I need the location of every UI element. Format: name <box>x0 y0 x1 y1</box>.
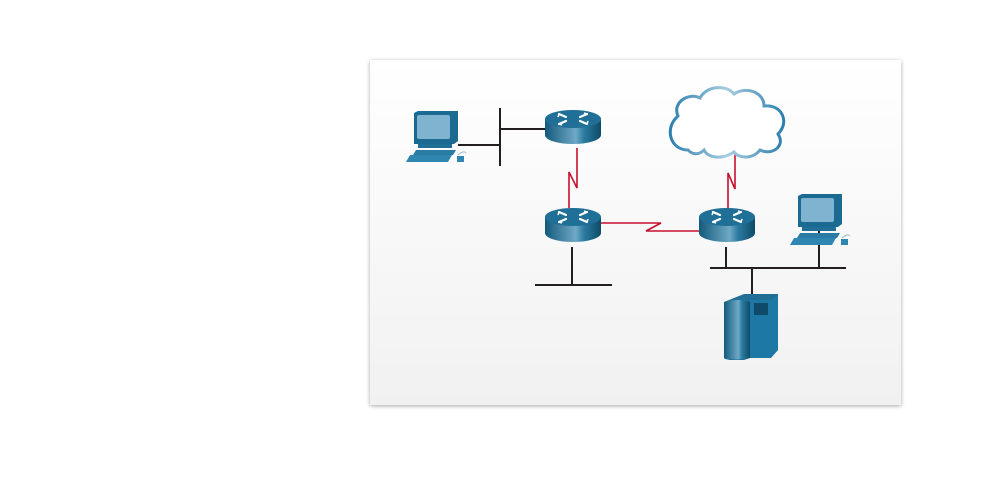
pc-icon <box>405 110 467 163</box>
diagram-panel <box>370 60 901 405</box>
router-icon <box>697 206 757 244</box>
cloud-icon <box>668 86 786 159</box>
serial-cloud-router3 <box>727 152 736 208</box>
serial-links <box>568 148 736 232</box>
serial-router1-router2 <box>568 148 578 208</box>
pc-icon <box>789 193 851 246</box>
serial-router2-router3 <box>601 222 699 232</box>
router-icon <box>543 108 603 146</box>
ethernet-links <box>458 108 846 296</box>
server-icon <box>724 294 778 360</box>
router-icon <box>543 206 603 244</box>
